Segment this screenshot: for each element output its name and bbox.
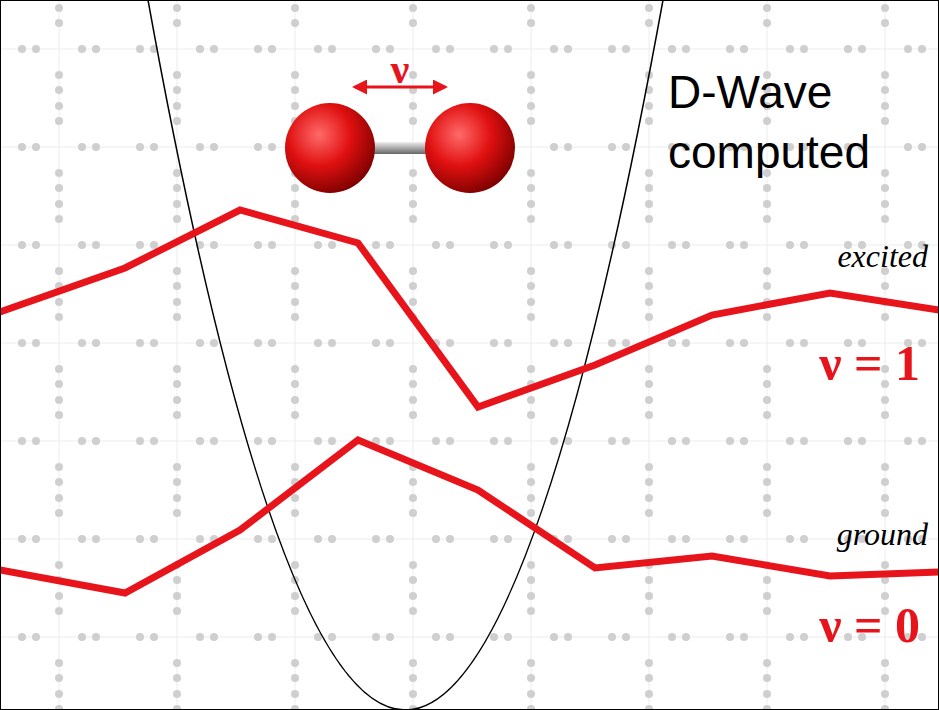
potential-well — [148, 0, 663, 710]
vibration-label: ν — [391, 48, 410, 90]
oxygen-atom — [425, 103, 515, 193]
ground-wavefunction — [0, 440, 939, 593]
state-name: ground — [837, 518, 928, 550]
quantum-number: ν = 0 — [819, 600, 920, 650]
oxygen-atom — [285, 103, 375, 193]
excited-wavefunction — [0, 210, 939, 407]
method-title: D-Wave computed — [668, 62, 933, 182]
state-name: excited — [837, 240, 928, 272]
quantum-number: ν = 1 — [819, 338, 920, 388]
